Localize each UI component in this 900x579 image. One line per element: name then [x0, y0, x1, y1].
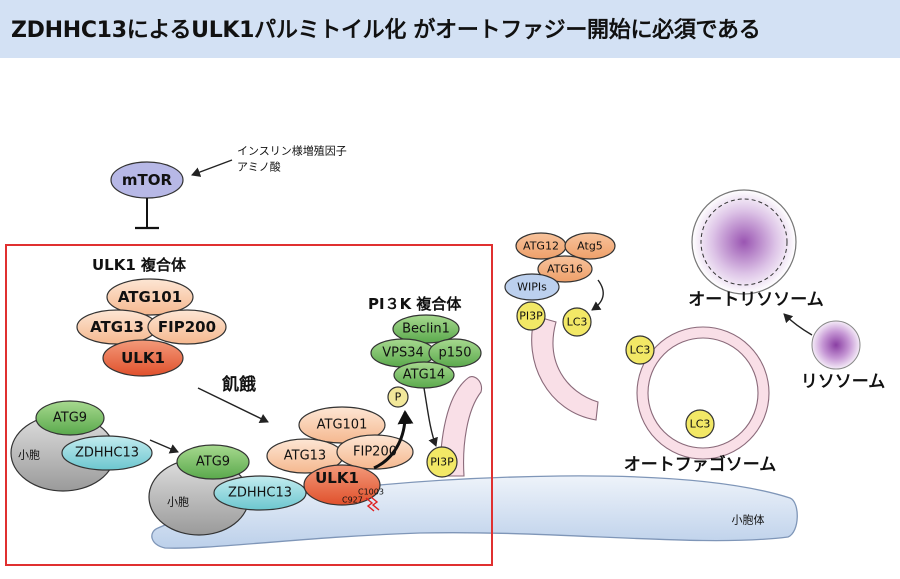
zdhhc13-er-node [213, 475, 307, 511]
atg5-label: Atg5 [577, 240, 603, 253]
pi3p-arrow [423, 387, 438, 447]
atg13-label: ATG13 [90, 318, 144, 336]
lc3-autophagosome-a-label: LC3 [630, 344, 651, 357]
site-c1003-label: C1003 [358, 488, 384, 497]
autolysosome-node [691, 189, 797, 295]
title-banner: ZDHHC13によるULK1パルミトイル化 がオートファジー開始に必須である [0, 0, 900, 58]
wipis-label: WIPIs [517, 281, 547, 294]
pi3p-er-node [426, 446, 458, 478]
highlight-box [5, 244, 493, 566]
vesicle-move-arrow [149, 439, 179, 454]
activation-arrow [373, 410, 414, 470]
fip200-node [147, 309, 227, 345]
lc3-autophagosome-a [625, 335, 655, 365]
atg13-er-label: ATG13 [284, 449, 326, 464]
inhibition-symbol [135, 198, 159, 230]
palmitoyl-mark [365, 496, 380, 512]
atg12-label: ATG12 [523, 240, 559, 253]
fip200-er-label: FIP200 [353, 445, 397, 460]
autophagosome-inner [647, 337, 759, 449]
lc3-autophagosome-b [685, 409, 715, 439]
atg101-label: ATG101 [118, 288, 182, 306]
phospho-node [387, 386, 409, 408]
site-c927-label: C927 [342, 496, 363, 505]
pi3k-heading: PI３K 複合体 [368, 295, 462, 313]
atg16-node [537, 255, 593, 283]
pi3p-er-label: PI3P [430, 456, 454, 469]
phagophore-membrane [531, 315, 599, 421]
atg9-left-label: ATG9 [53, 411, 87, 426]
ulk1-er-label: ULK1 [315, 469, 359, 487]
lc3-conjugation-arrow [591, 279, 604, 311]
ulk1-node [102, 339, 184, 377]
pi3p-phagophore-label: PI3P [519, 310, 543, 323]
lc3-autophagosome-b-label: LC3 [690, 418, 711, 431]
ulk1-label: ULK1 [121, 349, 165, 367]
starvation-label: 飢餓 [221, 374, 256, 395]
lysosome-node [811, 320, 861, 370]
p150-label: p150 [438, 346, 471, 361]
zdhhc13-left-label: ZDHHC13 [75, 446, 139, 461]
vps34-label: VPS34 [382, 346, 424, 361]
atg9-left-node [35, 400, 105, 436]
autophagosome-label: オートファゴソーム [624, 454, 777, 475]
lc3-phagophore-label: LC3 [567, 316, 588, 329]
lc3-phagophore-node [562, 307, 592, 337]
wipis-node [504, 273, 560, 301]
atg16-label: ATG16 [547, 263, 583, 276]
atg5-node [564, 232, 616, 260]
atg14-label: ATG14 [403, 368, 445, 383]
fusion-arrow [783, 313, 813, 336]
ulk1-complex-heading: ULK1 複合体 [92, 256, 187, 274]
atg9-er-node [176, 444, 250, 480]
lysosome-label: リソソーム [801, 372, 886, 392]
autolysosome-inner [700, 198, 788, 286]
ulk1-er-node [303, 464, 381, 506]
p150-node [428, 338, 482, 368]
er-label: 小胞体 [732, 513, 765, 527]
pi3p-phagophore-node [516, 301, 546, 331]
zdhhc13-left-node [61, 435, 153, 471]
page-title: ZDHHC13によるULK1パルミトイル化 がオートファジー開始に必須である [11, 18, 761, 43]
zdhhc13-er-label: ZDHHC13 [228, 486, 292, 501]
starvation-arrow [197, 387, 269, 424]
phospho-label: P [395, 391, 402, 404]
mtor-input-1: インスリン様増殖因子 [237, 144, 347, 158]
beclin1-label: Beclin1 [402, 322, 450, 337]
fip200-label: FIP200 [158, 318, 216, 336]
mtor-input-arrow [191, 159, 233, 177]
vesicle-er-label: 小胞 [167, 496, 189, 509]
atg9-er-label: ATG9 [196, 455, 230, 470]
atg101-er-label: ATG101 [317, 418, 368, 433]
vesicle-left-label: 小胞 [18, 449, 40, 462]
autolysosome-label: オートリソソーム [688, 290, 824, 310]
mtor-input-2: アミノ酸 [237, 160, 281, 174]
atg101-node [106, 278, 194, 316]
mtor-label: mTOR [122, 171, 173, 189]
